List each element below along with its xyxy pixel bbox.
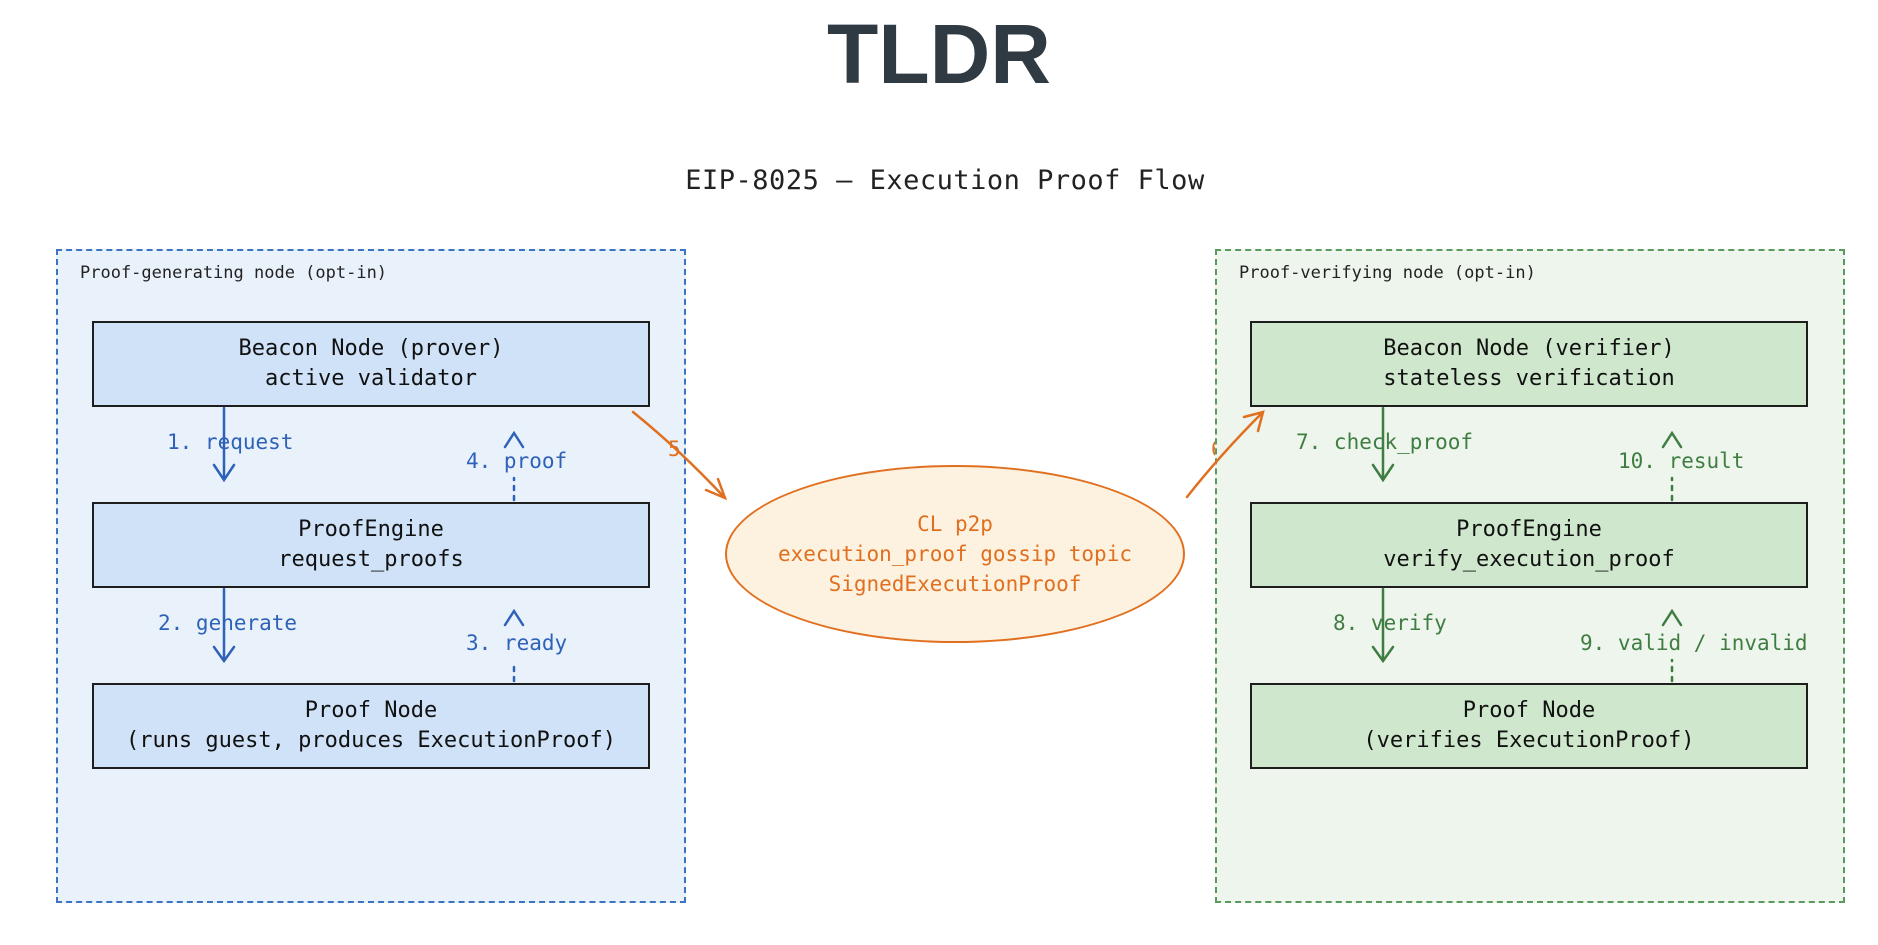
group-label: Proof-verifying node (opt-in) [1239, 263, 1536, 283]
box-line: (verifies ExecutionProof) [1363, 728, 1695, 753]
arrow-proof [503, 430, 525, 502]
prover-proof-engine: ProofEngine request_proofs [92, 502, 650, 588]
box-line: (runs guest, produces ExecutionProof) [125, 728, 617, 753]
arrow-ready [503, 608, 525, 683]
arrow-result [1661, 430, 1683, 502]
ellipse-line: SignedExecutionProof [828, 572, 1082, 596]
prover-proof-node: Proof Node (runs guest, produces Executi… [92, 683, 650, 769]
arrow-to-gossip [631, 410, 728, 501]
diagram-title: EIP-8025 — Execution Proof Flow [685, 165, 1205, 196]
box-line: ProofEngine [1456, 517, 1602, 542]
verifier-proof-engine: ProofEngine verify_execution_proof [1250, 502, 1808, 588]
verifier-beacon-node: Beacon Node (verifier) stateless verific… [1250, 321, 1808, 407]
box-line: ProofEngine [298, 517, 444, 542]
edge-label-valid-invalid: 9. valid / invalid [1580, 631, 1808, 655]
edge-label-ready: 3. ready [466, 631, 568, 655]
edge-label-verify: 8. verify [1333, 611, 1447, 635]
arrow-from-gossip [1185, 410, 1265, 499]
box-line: active validator [265, 366, 477, 391]
arrow-valid-invalid [1661, 608, 1683, 683]
box-line: Beacon Node (verifier) [1383, 336, 1675, 361]
ellipse-line: execution_proof gossip topic [777, 542, 1132, 566]
slide-title: TLDR [827, 7, 1051, 101]
edge-label-generate: 2. generate [158, 611, 298, 635]
prover-beacon-node: Beacon Node (prover) active validator [92, 321, 650, 407]
box-line: verify_execution_proof [1383, 547, 1675, 572]
group-label: Proof-generating node (opt-in) [80, 263, 388, 283]
box-line: Beacon Node (prover) [238, 336, 504, 361]
edge-label-result: 10. result [1618, 449, 1745, 473]
box-line: Proof Node [1462, 698, 1596, 723]
arrow-generate [212, 587, 236, 664]
edge-label-check-proof: 7. check_proof [1296, 430, 1474, 454]
box-line: stateless verification [1383, 366, 1675, 391]
ellipse-line: CL p2p [917, 512, 993, 536]
edge-label-request: 1. request [167, 430, 294, 454]
arrow-check-proof [1371, 406, 1395, 483]
box-line: Proof Node [304, 698, 438, 723]
arrow-verify [1371, 587, 1395, 664]
verifier-proof-node: Proof Node (verifies ExecutionProof) [1250, 683, 1808, 769]
edge-label-proof: 4. proof [466, 449, 568, 473]
gossip-topic-ellipse: CL p2p execution_proof gossip topic Sign… [725, 465, 1185, 643]
box-line: request_proofs [278, 547, 464, 572]
arrow-request [212, 406, 236, 483]
